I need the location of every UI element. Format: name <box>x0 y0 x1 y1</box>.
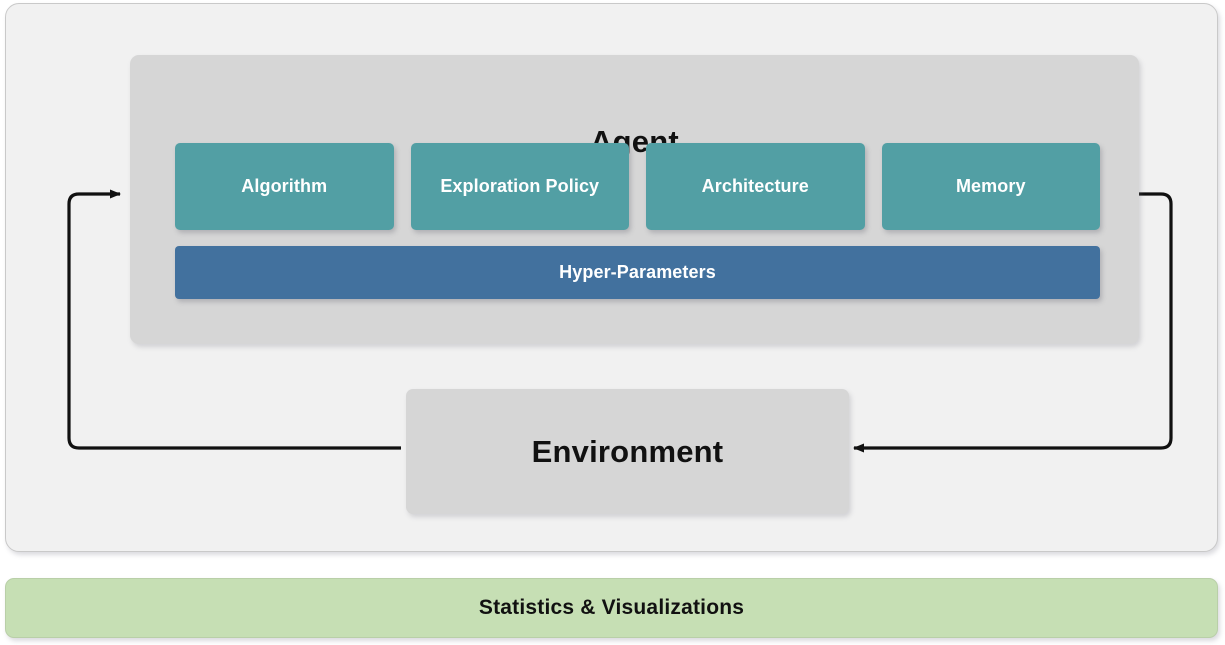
environment-label: Environment <box>531 433 724 469</box>
component-label: Algorithm <box>241 176 328 196</box>
hyper-parameters-label: Hyper-Parameters <box>559 262 716 282</box>
component-box-algorithm[interactable]: Algorithm <box>175 143 394 230</box>
component-label: Memory <box>955 176 1026 196</box>
component-label: Architecture <box>701 176 809 196</box>
statistics-banner[interactable]: Statistics & Visualizations <box>5 578 1218 638</box>
environment-box[interactable]: Environment <box>406 389 849 514</box>
hyper-parameters-bar[interactable]: Hyper-Parameters <box>175 246 1100 299</box>
system-card: Agent Algorithm Exploration Policy Archi… <box>5 3 1218 552</box>
agent-panel: Agent Algorithm Exploration Policy Archi… <box>130 55 1139 344</box>
component-box-exploration-policy[interactable]: Exploration Policy <box>410 143 629 230</box>
component-label: Exploration Policy <box>440 176 600 196</box>
statistics-label: Statistics & Visualizations <box>478 596 745 619</box>
agent-component-row: Algorithm Exploration Policy Architectur… <box>175 143 1100 230</box>
component-box-memory[interactable]: Memory <box>881 143 1100 230</box>
component-box-architecture[interactable]: Architecture <box>646 143 865 230</box>
